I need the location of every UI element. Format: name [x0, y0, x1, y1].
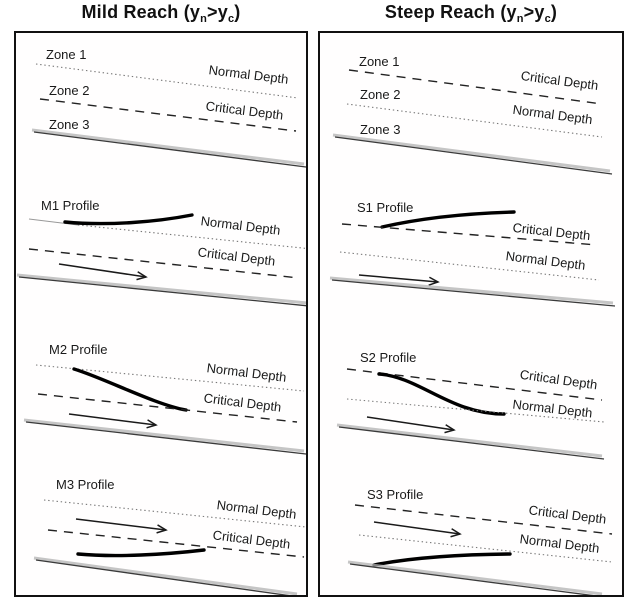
- m2-profile-label: M2 Profile: [49, 342, 108, 357]
- mild-reach-diagram: Zone 1 Normal Depth Zone 2 Critical Dept…: [16, 47, 306, 595]
- normal-depth-line: [346, 103, 603, 138]
- critical-depth-line: [28, 248, 300, 279]
- channel-bottom-shadow: [347, 560, 603, 595]
- zone-1-label: Zone 1: [46, 47, 86, 62]
- zone-2-label: Zone 2: [49, 83, 89, 98]
- normal-depth-line: [77, 224, 306, 249]
- channel-bottom-shadow: [336, 423, 603, 458]
- normal-depth-label: Normal Depth: [512, 102, 593, 127]
- channel-bottom-shadow: [16, 273, 306, 305]
- flow-direction-arrow: [373, 521, 462, 538]
- channel-bottom-shadow: [31, 128, 305, 166]
- channel-bottom-shadow: [329, 276, 614, 305]
- channel-bottom-shadow: [33, 556, 298, 595]
- channel-bottom-line: [18, 276, 306, 307]
- critical-depth-line: [39, 98, 297, 132]
- steep-reach-panel: Zone 1 Critical Depth Zone 2 Normal Dept…: [318, 31, 624, 597]
- channel-bottom-shadow: [23, 418, 305, 453]
- zone-3-label: Zone 3: [360, 122, 400, 137]
- mild-reach-title: Mild Reach (yn>yc): [14, 2, 308, 28]
- channel-bottom-line: [338, 426, 605, 460]
- normal-depth-line: [346, 398, 605, 423]
- critical-depth-line: [354, 504, 613, 535]
- m3-profile-label: M3 Profile: [56, 477, 115, 492]
- subscript-n: n: [200, 13, 208, 25]
- zone-2-label: Zone 2: [360, 87, 400, 102]
- title-text: Steep Reach (y: [384, 2, 517, 22]
- normal-depth-label: Normal Depth: [216, 497, 297, 522]
- channel-bottom-line: [35, 559, 290, 595]
- normal-depth-line: [35, 364, 305, 392]
- normal-depth-label: Normal Depth: [200, 213, 281, 238]
- critical-depth-line: [47, 529, 305, 558]
- critical-depth-label: Critical Depth: [519, 367, 598, 393]
- subscript-c: c: [227, 13, 235, 25]
- m2-profile-curve: [72, 367, 188, 412]
- critical-depth-line: [346, 368, 603, 401]
- normal-depth-line: [43, 499, 306, 528]
- normal-depth-line: [339, 251, 600, 281]
- normal-depth-line: [358, 534, 613, 563]
- s2-profile-curve: [377, 372, 506, 416]
- channel-bottom-line: [349, 563, 594, 595]
- flow-direction-arrow: [366, 416, 456, 434]
- subscript-c: c: [544, 13, 551, 25]
- critical-depth-line: [341, 223, 598, 246]
- critical-depth-label: Critical Depth: [203, 390, 282, 414]
- channel-bottom-line: [331, 279, 616, 307]
- title-text: >y: [523, 2, 545, 22]
- critical-depth-label: Critical Depth: [520, 68, 599, 93]
- channel-bottom-line: [334, 136, 613, 175]
- zone-3-label: Zone 3: [49, 117, 89, 132]
- channel-bottom-line: [25, 421, 306, 455]
- normal-depth-label: Normal Depth: [505, 248, 586, 273]
- title-text: ): [550, 2, 558, 22]
- title-text: ): [234, 2, 241, 22]
- subscript-n: n: [516, 13, 524, 25]
- critical-depth-line: [37, 393, 298, 423]
- critical-depth-label: Critical Depth: [528, 502, 607, 526]
- s3-profile-curve: [372, 552, 512, 567]
- flow-direction-arrow: [68, 413, 158, 429]
- s1-profile-curve: [380, 210, 516, 229]
- normal-depth-label: Normal Depth: [519, 531, 600, 556]
- critical-depth-label: Critical Depth: [205, 98, 284, 122]
- steep-reach-title: Steep Reach (yn>yc): [318, 2, 624, 28]
- m3-profile-curve: [76, 548, 206, 558]
- s3-profile-label: S3 Profile: [367, 487, 423, 502]
- s1-profile-label: S1 Profile: [357, 200, 413, 215]
- channel-bottom-line: [33, 131, 306, 168]
- critical-depth-label: Critical Depth: [197, 244, 276, 268]
- title-text: Mild Reach (y: [81, 2, 201, 22]
- flow-direction-arrow: [358, 274, 440, 286]
- critical-depth-line: [348, 69, 603, 105]
- flow-direction-arrow: [75, 518, 168, 534]
- flow-direction-arrow: [58, 263, 148, 281]
- s2-profile-label: S2 Profile: [360, 350, 416, 365]
- channel-bottom-shadow: [332, 133, 611, 173]
- m1-profile-curve: [63, 213, 194, 226]
- title-text: >y: [207, 2, 228, 22]
- normal-depth-label: Normal Depth: [206, 360, 287, 385]
- zone-1-label: Zone 1: [359, 54, 399, 69]
- m1-profile-label: M1 Profile: [41, 198, 100, 213]
- steep-reach-diagram: Zone 1 Critical Depth Zone 2 Normal Dept…: [329, 54, 616, 595]
- normal-depth-label: Normal Depth: [208, 62, 289, 87]
- mild-reach-panel: Zone 1 Normal Depth Zone 2 Critical Dept…: [14, 31, 308, 597]
